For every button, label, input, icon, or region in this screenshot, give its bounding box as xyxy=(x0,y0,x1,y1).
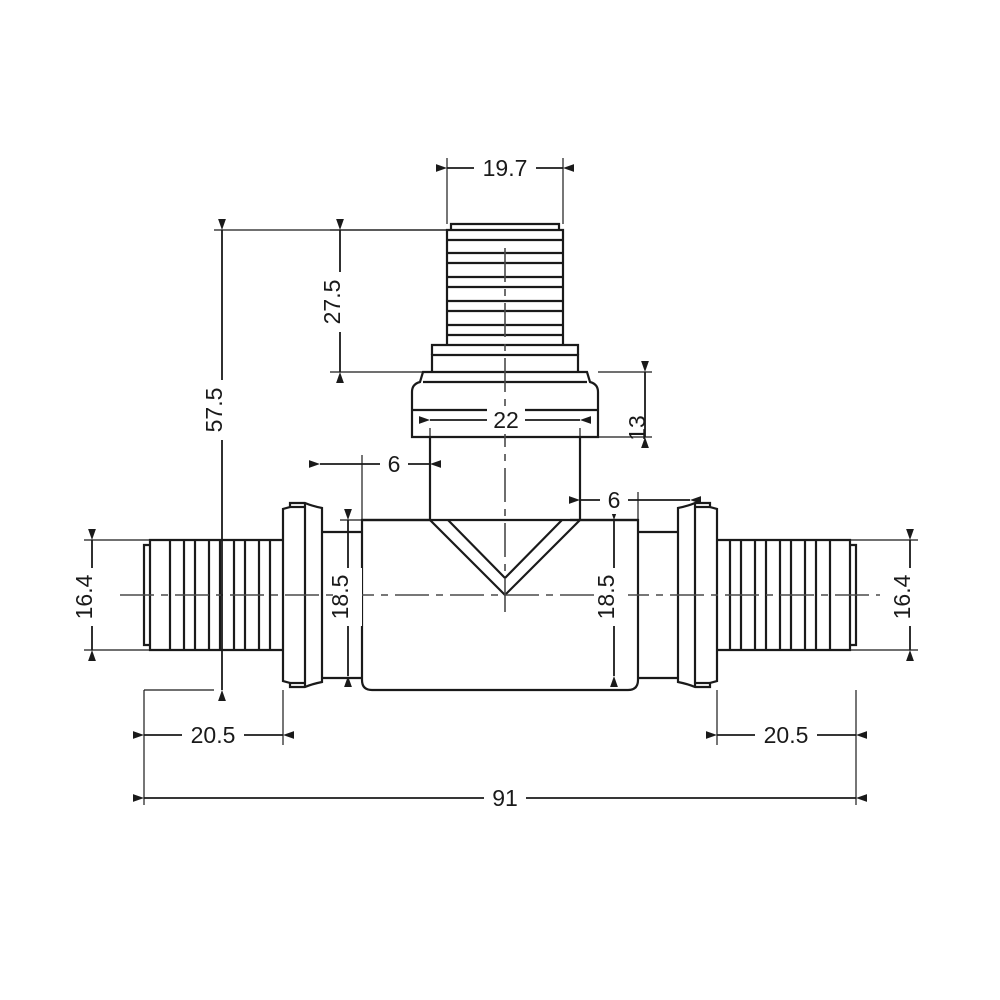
label-bg xyxy=(208,380,236,440)
label-bg xyxy=(326,272,354,332)
dim-top-height: 27.5 xyxy=(319,280,345,325)
label-bg xyxy=(380,450,408,478)
dimension-labels: 19.7 27.5 57.5 22 13 6 6 18.5 18.5 16.4 … xyxy=(71,154,924,812)
dim-right-barb-dia: 16.4 xyxy=(889,574,915,619)
label-bg xyxy=(487,406,525,434)
dim-collar-width: 22 xyxy=(493,407,519,433)
label-bg xyxy=(334,568,362,626)
dim-overall-height: 57.5 xyxy=(201,388,227,433)
dim-left-shoulder: 6 xyxy=(388,451,401,477)
dim-overall-length: 91 xyxy=(492,785,518,811)
label-bg xyxy=(755,721,817,749)
dim-left-barb-dia: 16.4 xyxy=(71,574,97,619)
dim-right-shoulder: 6 xyxy=(608,487,621,513)
label-bg xyxy=(474,154,536,182)
dim-right-center-rise: 18.5 xyxy=(593,575,619,620)
fitting-geometry xyxy=(142,222,858,692)
dim-right-barb-len: 20.5 xyxy=(764,722,809,748)
label-bg xyxy=(600,486,628,514)
label-bg xyxy=(78,568,106,626)
label-bg xyxy=(484,784,526,812)
dim-left-center-rise: 18.5 xyxy=(327,575,353,620)
dim-left-barb-len: 20.5 xyxy=(191,722,236,748)
label-bg xyxy=(896,568,924,626)
dim-collar-height: 13 xyxy=(624,415,650,441)
label-bg xyxy=(182,721,244,749)
dim-top-width: 19.7 xyxy=(483,155,528,181)
label-bg xyxy=(600,568,628,626)
extension-lines xyxy=(84,158,918,805)
